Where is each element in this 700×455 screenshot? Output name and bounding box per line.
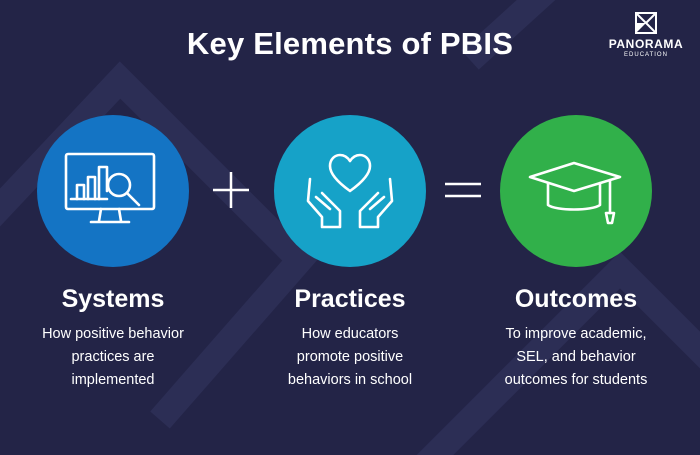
panorama-logo: PANORAMA EDUCATION	[604, 12, 688, 58]
outcomes-heading: Outcomes	[514, 285, 638, 313]
outcomes-circle	[500, 115, 652, 267]
systems-circle	[37, 115, 189, 267]
panorama-logo-icon	[635, 12, 657, 34]
page-title: Key Elements of PBIS	[186, 26, 514, 61]
systems-column: Systems How positive behavior practices …	[0, 285, 228, 392]
logo-name: PANORAMA	[608, 37, 684, 51]
equals-icon	[445, 182, 481, 198]
outcomes-column: Outcomes To improve academic, SEL, and b…	[461, 285, 691, 392]
systems-description: How positive behavior practices are impl…	[42, 326, 184, 388]
practices-circle	[274, 115, 426, 267]
graduation-cap-icon	[528, 161, 622, 225]
outcomes-description: To improve academic, SEL, and behavior o…	[504, 326, 648, 388]
heart-in-hands-icon	[306, 153, 394, 229]
systems-heading: Systems	[61, 285, 165, 313]
logo-subtitle: EDUCATION	[624, 52, 668, 58]
practices-description: How educators promote positive behaviors…	[287, 326, 413, 388]
practices-column: Practices How educators promote positive…	[235, 285, 465, 392]
monitor-chart-magnifier-icon	[64, 152, 156, 224]
plus-icon	[213, 172, 249, 208]
practices-heading: Practices	[294, 285, 406, 313]
